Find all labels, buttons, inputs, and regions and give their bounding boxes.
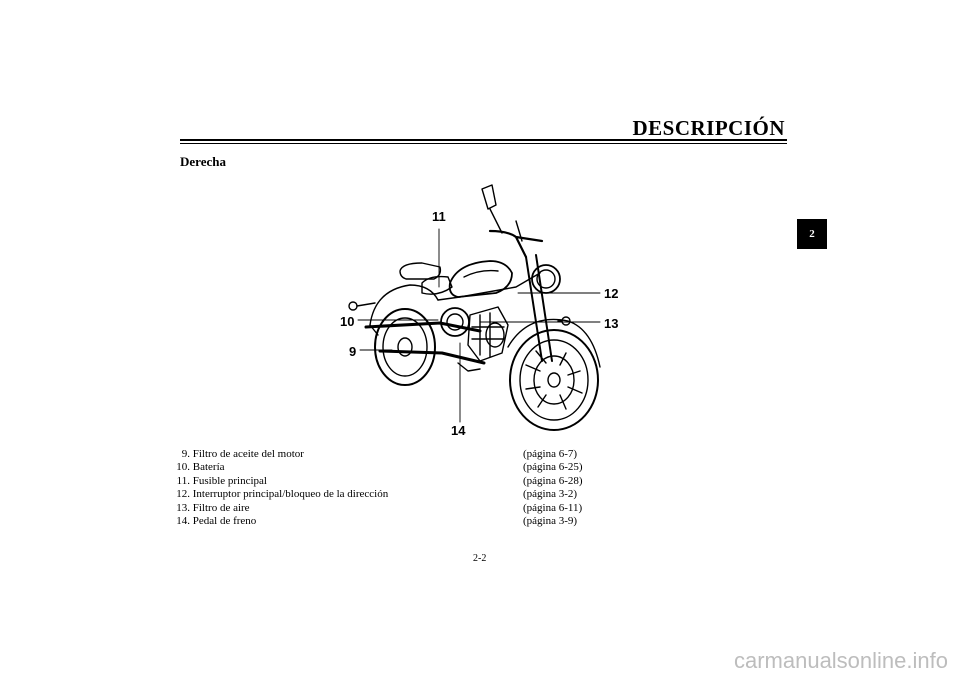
mirror-stem: [489, 208, 503, 234]
headlight: [531, 264, 561, 294]
frame: [437, 272, 541, 301]
legend-item: 10. Batería (página 6-25): [171, 461, 611, 474]
callout-9: 9: [349, 344, 357, 359]
legend-page-ref: (página 6-28): [523, 474, 583, 487]
legend-number: 9.: [181, 448, 190, 460]
legend-item: 14. Pedal de freno (página 3-9): [171, 515, 611, 528]
legend-list: 9. Filtro de aceite del motor (página 6-…: [171, 448, 611, 528]
legend-number: 14.: [176, 514, 190, 527]
handlebar: [488, 229, 544, 259]
callout-12: 12: [604, 286, 619, 301]
callout-10: 10: [340, 314, 355, 329]
mirror: [481, 184, 497, 210]
section-tab: 2: [797, 219, 827, 249]
front-fender: [507, 318, 601, 368]
callout-11: 11: [432, 209, 446, 224]
fuel-tank: [448, 260, 513, 298]
callout-14: 14: [451, 423, 466, 438]
section-subtitle: Derecha: [180, 154, 226, 169]
legend-item: 11. Fusible principal (página 6-28): [171, 475, 611, 488]
callout-13: 13: [604, 316, 619, 331]
legend-page-ref: (página 3-9): [523, 514, 578, 527]
legend-label: Filtro de aire: [192, 501, 250, 514]
legend-label: Fusible principal: [192, 474, 267, 487]
legend-label: Interruptor principal/bloqueo de la dire…: [192, 488, 389, 501]
legend-number: 12.: [176, 488, 190, 501]
legend-number: 13.: [176, 501, 190, 514]
legend-number: 10.: [176, 461, 190, 474]
exhaust-upper: [364, 321, 482, 333]
legend-page-ref: (página 6-7): [523, 448, 578, 460]
watermark: carmanualsonline.info: [733, 648, 948, 673]
legend-page-ref: (página 6-25): [523, 461, 583, 474]
header-rule-thin: [180, 143, 787, 144]
exhaust-lower: [378, 349, 486, 365]
legend-label: Pedal de freno: [192, 514, 257, 527]
rear-fender: [369, 284, 439, 326]
motorcycle-illustration: [348, 184, 601, 431]
legend-item: 12. Interruptor principal/bloqueo de la …: [171, 488, 611, 501]
legend-page-ref: (página 6-11): [523, 501, 583, 514]
page-title: DESCRIPCIÓN: [632, 116, 785, 140]
legend-number: 11.: [176, 474, 190, 487]
legend-page-ref: (página 3-2): [523, 488, 578, 501]
legend-label: Batería: [192, 461, 225, 474]
legend-item: 13. Filtro de aire (página 6-11): [171, 502, 611, 515]
rear-wheel: [374, 308, 436, 386]
front-wheel: [509, 329, 599, 431]
legend-item: 9. Filtro de aceite del motor (página 6-…: [171, 448, 611, 461]
page-number: 2-2: [473, 553, 487, 564]
engine: [440, 306, 509, 362]
header-rule-thick: [180, 139, 787, 141]
seat: [399, 262, 442, 280]
legend-label: Filtro de aceite del motor: [192, 448, 304, 460]
